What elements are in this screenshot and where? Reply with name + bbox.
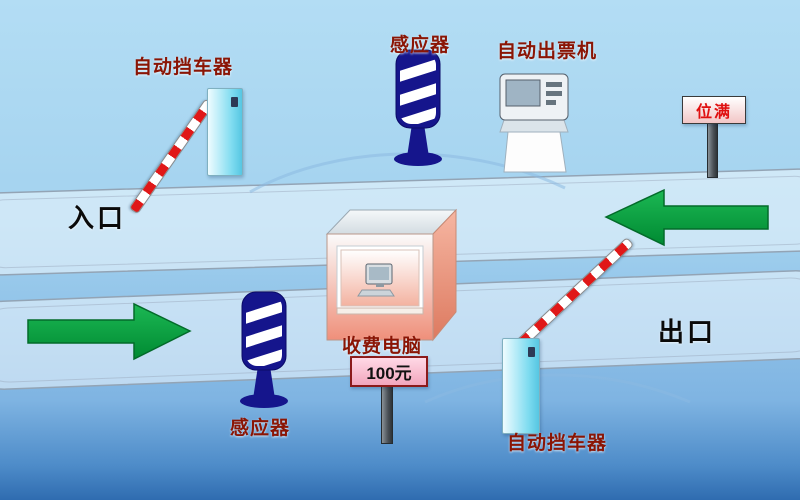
price-sign-label: 100元 (366, 364, 412, 383)
sensor-icon (394, 49, 442, 166)
arrow-right-icon (27, 302, 192, 361)
arrow-left-icon (604, 188, 769, 247)
barrier-post-icon (207, 88, 243, 176)
toll-booth-icon (325, 208, 458, 342)
label-toll-computer: 收费电脑 (341, 336, 422, 357)
sensor-icon (240, 291, 288, 408)
barrier-motor-icon (528, 347, 535, 357)
full-sign-label: 位满 (695, 104, 732, 121)
price-sign: 100元 (350, 356, 428, 387)
label-barrier-bottom: 自动挡车器 (506, 433, 607, 454)
label-sensor-bottom: 感应器 (229, 418, 290, 439)
barrier-motor-icon (231, 97, 238, 107)
ticket-machine-icon (499, 73, 569, 173)
barrier-post-icon (502, 338, 540, 434)
label-entrance: 入口 (67, 203, 126, 233)
computer-icon (357, 263, 395, 297)
full-sign: 位满 (682, 96, 746, 124)
decorative-arc (424, 373, 691, 404)
label-ticket-machine: 自动出票机 (496, 41, 597, 62)
price-sign-post (381, 382, 393, 444)
full-sign-post (707, 120, 718, 178)
label-sensor-top: 感应器 (389, 35, 450, 56)
label-exit: 出口 (657, 317, 716, 347)
label-barrier-top: 自动挡车器 (132, 57, 233, 78)
